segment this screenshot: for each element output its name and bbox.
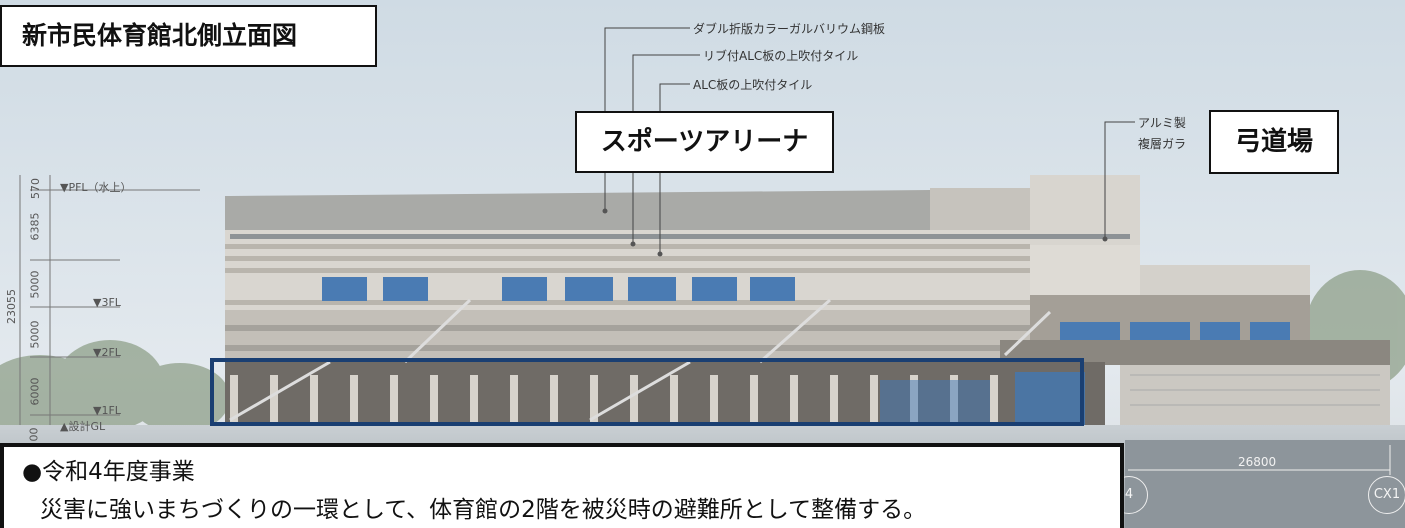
callout-aluminum: アルミ製 (1138, 116, 1186, 130)
facade-stripes (225, 244, 1030, 305)
page-title: 新市民体育館北側立面図 (0, 5, 377, 67)
dimension-5000-upper: 5000 (28, 270, 42, 299)
stairs (229, 298, 1052, 422)
1f-highlight-frame (210, 358, 1084, 426)
note-body: 災害に強いまちづくりの一環として、体育館の2階を被災時の避難所として整備する。 (40, 497, 927, 523)
3f-windows (322, 277, 795, 301)
dimension-6000: 6000 (28, 377, 42, 406)
kyudo-label: 弓道場 (1209, 110, 1339, 174)
dimension-6385: 6385 (28, 212, 42, 241)
level-pfl: ▼PFL（水上） (60, 181, 132, 194)
dimension-5000-lower: 5000 (28, 320, 42, 349)
dimension-00: 00 (27, 427, 41, 442)
callout-alc: ALC板の上吹付タイル (693, 78, 813, 92)
level-1fl: ▼1FL (93, 404, 121, 417)
dimension-26800: 26800 (1238, 455, 1277, 469)
dimension-total: 23055 (5, 289, 18, 324)
callout-rib-alc: リブ付ALC板の上吹付タイル (703, 49, 859, 63)
callout-roof: ダブル折版カラーガルバリウム鋼板 (693, 22, 886, 36)
axis-label-cx1: CX1 (1368, 476, 1405, 514)
level-gl: ▲設計GL (60, 420, 106, 433)
note-heading: ●令和4年度事業 (22, 459, 195, 485)
dimension-570: 570 (29, 178, 42, 199)
level-2fl: ▼2FL (93, 346, 121, 359)
arena-label: スポーツアリーナ (575, 111, 834, 173)
project-note: ●令和4年度事業 災害に強いまちづくりの一環として、体育館の2階を被災時の避難所… (0, 443, 1124, 528)
callout-glass: 複層ガラ (1138, 137, 1187, 151)
level-3fl: ▼3FL (93, 296, 121, 309)
dimension-lines (19, 175, 200, 425)
